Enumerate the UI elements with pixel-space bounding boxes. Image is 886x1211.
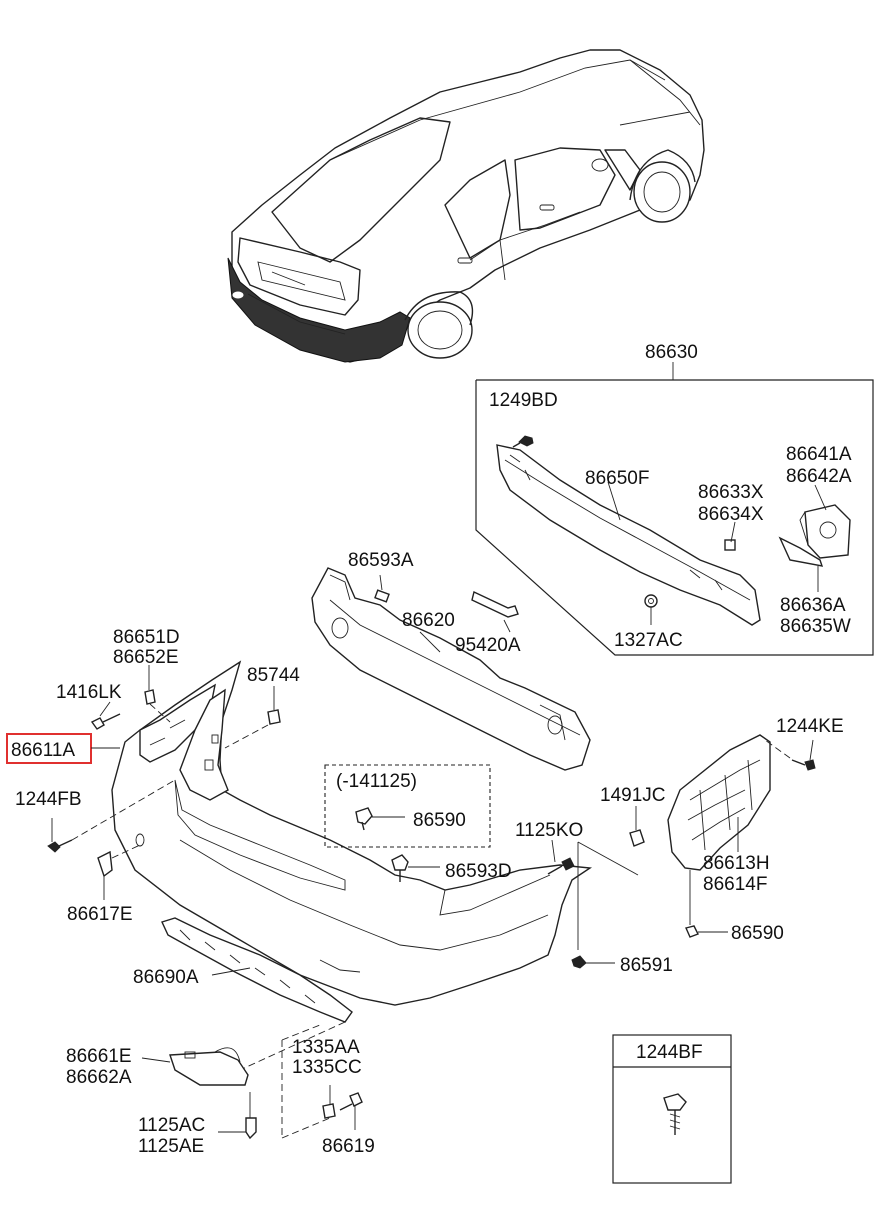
label-85744: 85744	[247, 665, 300, 686]
label-1125KO: 1125KO	[515, 820, 583, 841]
left-small-parts	[47, 665, 281, 900]
label-86636A: 86636A	[780, 595, 846, 616]
part-highlight-86611A	[6, 733, 92, 764]
energy-absorber-86620	[311, 567, 591, 771]
label-1335AA: 1335AA	[292, 1037, 360, 1058]
version-box-141125	[324, 764, 491, 848]
center-small-parts	[391, 806, 645, 969]
label-86611A: 86611A	[11, 740, 75, 761]
label-1244FB: 1244FB	[15, 789, 82, 810]
label-1491JC: 1491JC	[600, 785, 666, 806]
label-1244BF: 1244BF	[636, 1042, 703, 1063]
label-86619: 86619	[322, 1136, 375, 1157]
label-86661E: 86661E	[66, 1046, 132, 1067]
part-labels: 86630 1249BD 86641A 86642A 86650F 86633X…	[11, 342, 852, 1157]
label-86635W: 86635W	[780, 616, 851, 637]
label-86620: 86620	[402, 610, 455, 631]
legend-box-1244BF	[612, 1034, 732, 1184]
label-95420A: 95420A	[455, 635, 521, 656]
side-bracket-86613H	[667, 734, 816, 938]
label-86633X: 86633X	[698, 482, 764, 503]
bumper-cover-86611A	[111, 660, 593, 1006]
label-86593A: 86593A	[348, 550, 414, 571]
label-1335CC: 1335CC	[292, 1057, 362, 1078]
label-86662A: 86662A	[66, 1067, 132, 1088]
label-86650F: 86650F	[585, 468, 649, 489]
label-141125: (-141125)	[336, 771, 417, 792]
label-86591: 86591	[620, 955, 673, 976]
bottom-fasteners	[281, 1024, 363, 1139]
label-86634X: 86634X	[698, 504, 764, 525]
label-86617E: 86617E	[67, 904, 133, 925]
label-86690A: 86690A	[133, 967, 199, 988]
label-1249BD: 1249BD	[489, 390, 558, 411]
label-86652E: 86652E	[113, 647, 179, 668]
label-86651D: 86651D	[113, 627, 180, 648]
rear-beam-assembly-group	[471, 362, 874, 656]
label-86613H: 86613H	[703, 853, 770, 874]
car-illustration	[227, 49, 705, 363]
label-86590-box: 86590	[413, 810, 466, 831]
label-86614F: 86614F	[703, 874, 767, 895]
label-1244KE: 1244KE	[776, 716, 844, 737]
label-1125AE: 1125AE	[138, 1136, 204, 1157]
label-1416LK: 1416LK	[56, 682, 122, 703]
label-1327AC: 1327AC	[614, 630, 683, 651]
label-86630: 86630	[645, 342, 698, 363]
label-86642A: 86642A	[786, 466, 852, 487]
label-1125AC: 1125AC	[138, 1115, 205, 1136]
lower-strip-86690A	[161, 917, 353, 1071]
label-86593D: 86593D	[445, 861, 512, 882]
reflector-86661E	[141, 1047, 257, 1140]
label-86641A: 86641A	[786, 444, 852, 465]
label-86590-lower: 86590	[731, 923, 784, 944]
